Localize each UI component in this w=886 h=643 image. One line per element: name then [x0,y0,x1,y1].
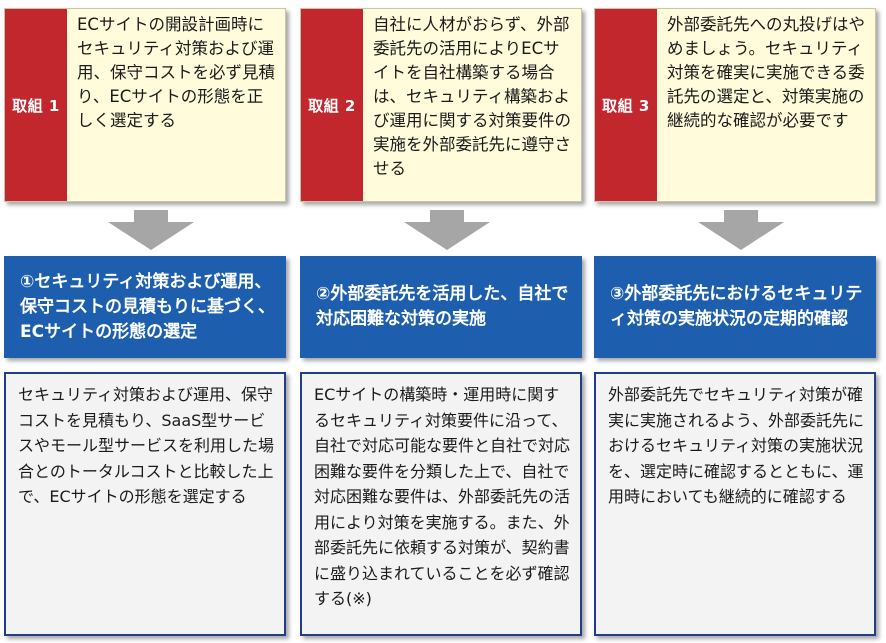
down-arrow-icon [698,210,784,250]
measure-heading-box: ②外部委託先を活用した、自社で対応困難な対策の実施 [300,256,582,358]
initiative-summary-text: ECサイトの開設計画時にセキュリティ対策および運用、保守コストを必ず見積り、EC… [77,15,275,130]
initiative-tag-label: 取組 1 [12,96,60,115]
measure-heading: ②外部委託先を活用した、自社で対応困難な対策の実施 [316,284,569,329]
measure-detail-text: セキュリティ対策および運用、保守コストを見積もり、SaaS型サービスやモール型サ… [18,385,275,506]
down-arrow-icon [404,210,490,250]
measure-heading-box: ③外部委託先におけるセキュリティ対策の実施状況の定期的確認 [594,256,876,358]
initiative-tag: 取組 2 [301,9,363,201]
measure-detail-text: ECサイトの構築時・運用時に関するセキュリティ対策要件に沿って、自社で対応可能な… [314,385,571,608]
measure-detail-box: ECサイトの構築時・運用時に関するセキュリティ対策要件に沿って、自社で対応可能な… [300,372,582,636]
initiative-column-2: 取組 2 自社に人材がおらず、外部委託先の活用によりECサイトを自社構築する場合… [300,0,582,643]
measure-heading: ①セキュリティ対策および運用、保守コストの見積もりに基づく、ECサイトの形態の選… [20,271,275,342]
initiative-column-1: 取組 1 ECサイトの開設計画時にセキュリティ対策および運用、保守コストを必ず見… [4,0,286,643]
initiative-summary-text: 自社に人材がおらず、外部委託先の活用によりECサイトを自社構築する場合は、セキュ… [373,15,571,178]
measure-heading: ③外部委託先におけるセキュリティ対策の実施状況の定期的確認 [610,284,863,329]
initiative-summary-box: 取組 3 外部委託先への丸投げはやめましょう。セキュリティ対策を確実に実施できる… [594,8,876,202]
measure-detail-box: 外部委託先でセキュリティ対策が確実に実施されるよう、外部委託先におけるセキュリテ… [594,372,876,636]
initiative-tag-label: 取組 3 [602,96,650,115]
initiative-tag: 取組 3 [595,9,657,201]
initiative-summary-box: 取組 2 自社に人材がおらず、外部委託先の活用によりECサイトを自社構築する場合… [300,8,582,202]
measure-detail-text: 外部委託先でセキュリティ対策が確実に実施されるよう、外部委託先におけるセキュリテ… [608,385,865,506]
initiative-summary-text: 外部委託先への丸投げはやめましょう。セキュリティ対策を確実に実施できる委託先の選… [667,15,865,130]
initiative-tag-label: 取組 2 [308,96,356,115]
measure-detail-box: セキュリティ対策および運用、保守コストを見積もり、SaaS型サービスやモール型サ… [4,372,286,636]
initiative-tag: 取組 1 [5,9,67,201]
measure-heading-box: ①セキュリティ対策および運用、保守コストの見積もりに基づく、ECサイトの形態の選… [4,256,286,358]
down-arrow-icon [108,210,194,250]
initiative-column-3: 取組 3 外部委託先への丸投げはやめましょう。セキュリティ対策を確実に実施できる… [594,0,876,643]
initiative-summary-box: 取組 1 ECサイトの開設計画時にセキュリティ対策および運用、保守コストを必ず見… [4,8,286,202]
